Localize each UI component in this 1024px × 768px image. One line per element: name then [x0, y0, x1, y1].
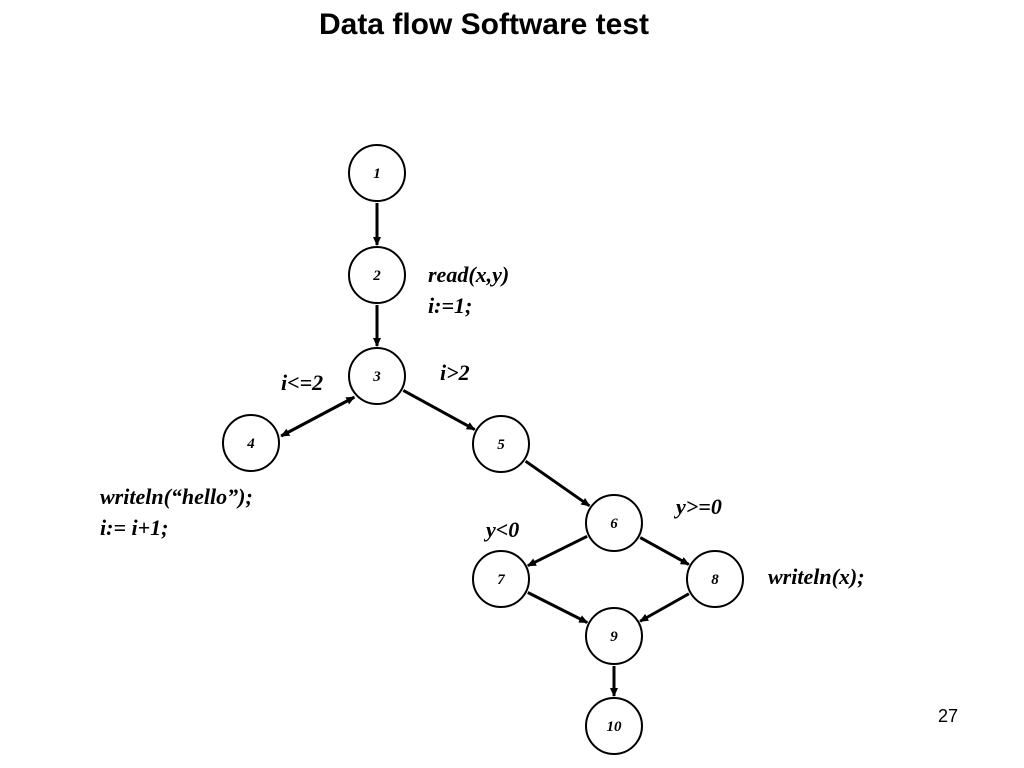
page-number: 27 — [938, 706, 959, 726]
node-circle — [585, 494, 643, 552]
node-label: 10 — [607, 719, 623, 735]
node-7: 7 — [472, 550, 530, 608]
node-circle — [472, 415, 530, 473]
node2-annotation-assign: i:=1; — [428, 293, 472, 318]
annotations-layer: read(x,y) i:=1; i<=2 i>2 writeln(“hello”… — [100, 262, 865, 589]
node-label: 2 — [372, 268, 381, 284]
edge-5-to-6 — [524, 459, 591, 508]
edge-3-to-5 — [402, 389, 476, 431]
edge-7-to-9 — [527, 591, 589, 624]
node-label: 6 — [610, 516, 618, 532]
node-circle — [222, 414, 280, 472]
node-circle — [472, 550, 530, 608]
node-label: 9 — [610, 629, 618, 645]
node-label: 7 — [497, 572, 505, 588]
node-label: 5 — [497, 437, 505, 453]
node-3: 3 — [348, 347, 406, 405]
nodes-layer: 1 2 3 4 5 6 7 8 9 10 — [222, 144, 744, 755]
slide-title: Data flow Software test — [318, 8, 650, 41]
edge-6-to-7 — [526, 534, 588, 568]
node-circle — [348, 246, 406, 304]
edge-label-y-ge-0: y>=0 — [673, 494, 722, 519]
edge-label-i-gt-2: i>2 — [440, 360, 470, 385]
node-label: 4 — [246, 436, 255, 452]
node-label: 3 — [372, 369, 381, 385]
node-6: 6 — [585, 494, 643, 552]
edge-4-to-3 — [280, 395, 356, 438]
node8-annotation-writeln: writeln(x); — [768, 564, 865, 589]
node-label: 8 — [711, 572, 719, 588]
edge-label-i-le-2: i<=2 — [281, 370, 323, 395]
node-8: 8 — [686, 550, 744, 608]
node4-annotation-writeln: writeln(“hello”); — [100, 484, 253, 509]
node-circle — [585, 697, 643, 755]
node-10: 10 — [585, 697, 643, 755]
edge-label-y-lt-0: y<0 — [483, 517, 519, 542]
node-circle — [686, 550, 744, 608]
node-1: 1 — [348, 144, 406, 202]
node2-annotation-read: read(x,y) — [428, 262, 509, 287]
node-label: 1 — [373, 166, 381, 182]
node-9: 9 — [585, 607, 643, 665]
node4-annotation-increment: i:= i+1; — [100, 515, 168, 540]
node-5: 5 — [472, 415, 530, 473]
node-circle — [348, 144, 406, 202]
edge-8-to-9 — [639, 592, 690, 623]
edge-6-to-8 — [639, 536, 690, 566]
node-4: 4 — [222, 414, 280, 472]
edges-layer — [280, 203, 690, 697]
node-circle — [585, 607, 643, 665]
node-2: 2 — [348, 246, 406, 304]
node-circle — [348, 347, 406, 405]
